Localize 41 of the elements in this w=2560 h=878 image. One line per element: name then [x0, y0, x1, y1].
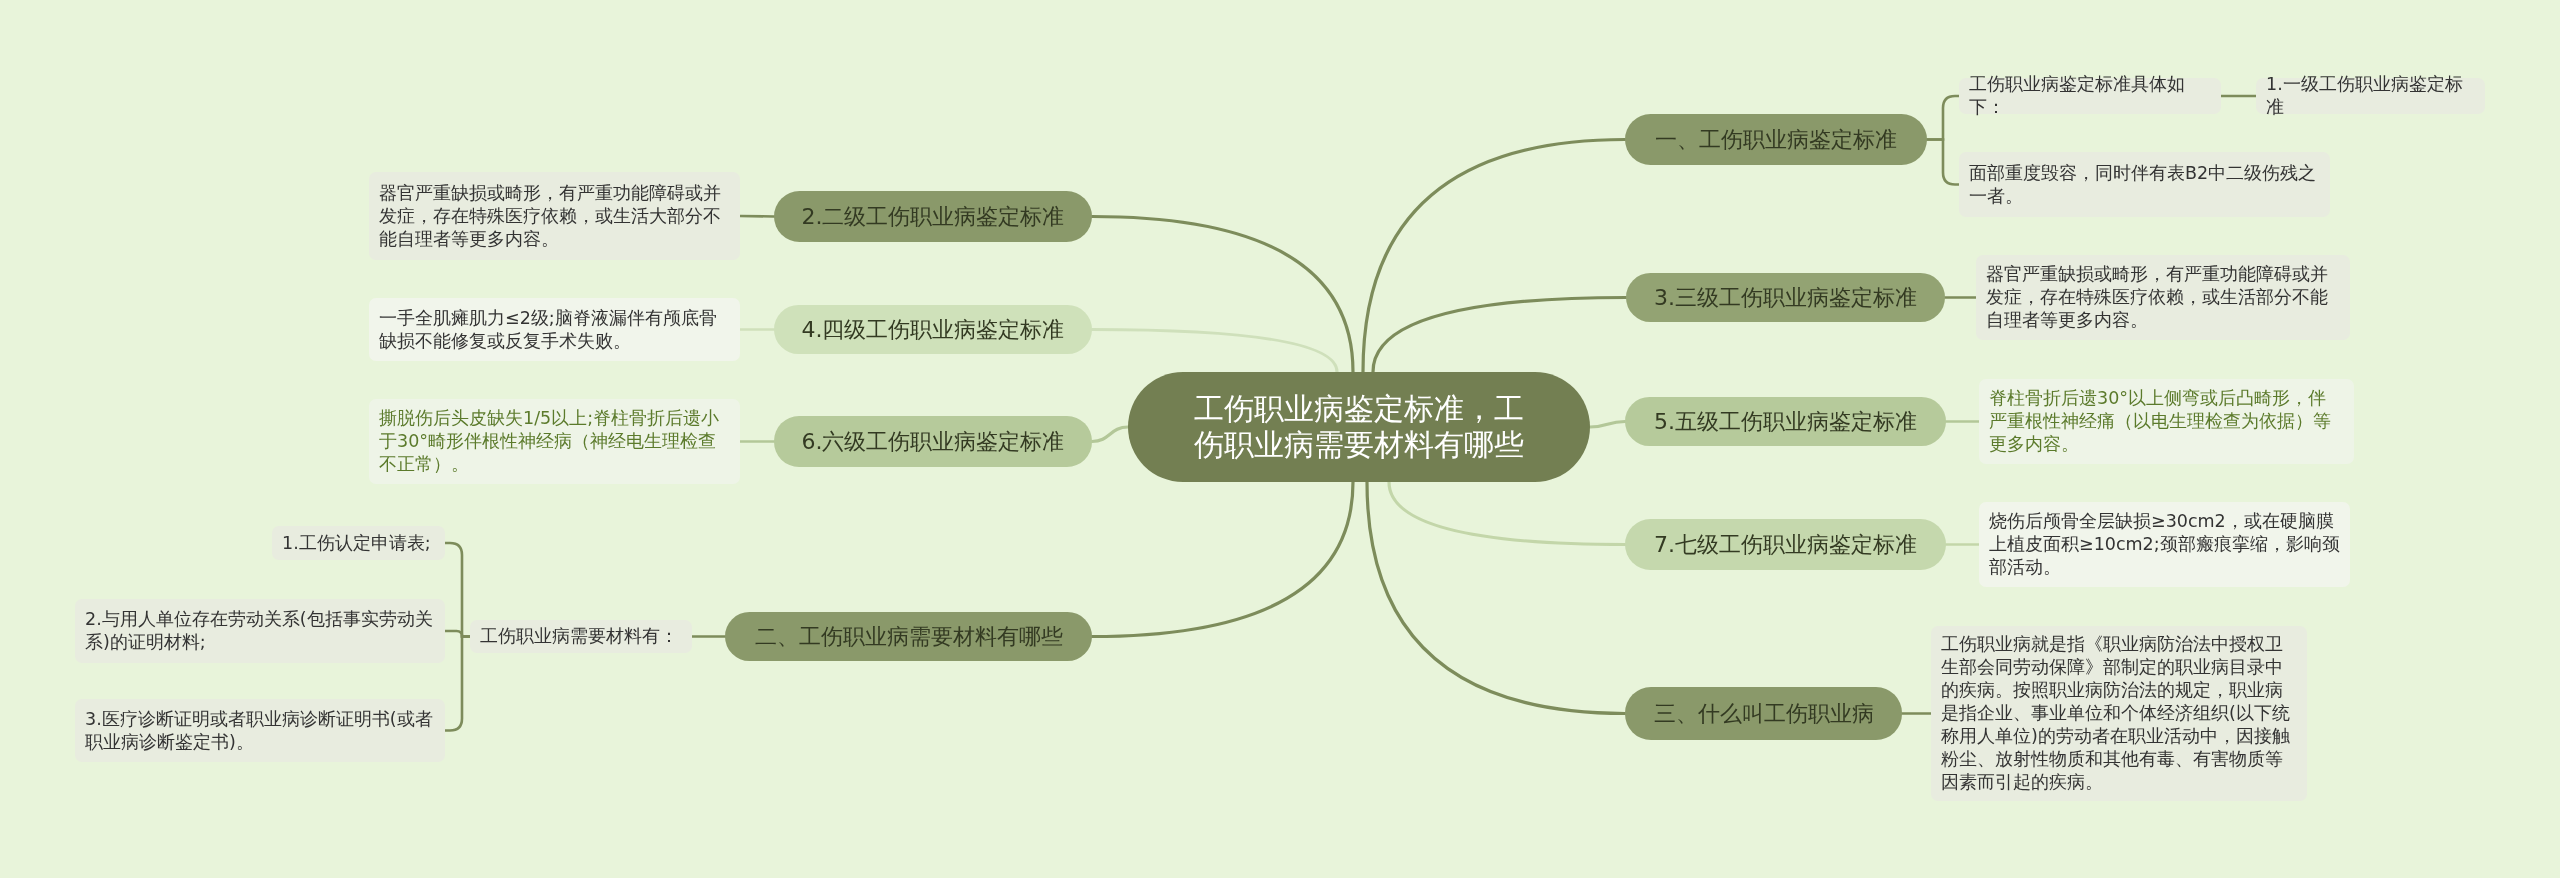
note-card: 2.与用人单位存在劳动关系(包括事实劳动关系)的证明材料;	[75, 599, 445, 663]
branch-topic: 6.六级工伤职业病鉴定标准	[774, 416, 1092, 467]
branch-topic: 5.五级工伤职业病鉴定标准	[1625, 397, 1946, 446]
branch-topic: 7.七级工伤职业病鉴定标准	[1625, 519, 1946, 570]
connector-line	[1371, 295, 1628, 374]
connector-line	[1090, 480, 1355, 639]
branch-topic: 一、工伤职业病鉴定标准	[1625, 114, 1927, 165]
connector-line	[738, 214, 776, 218]
connector-line	[1943, 296, 1978, 299]
note-card: 撕脱伤后头皮缺失1/5以上;脊柱骨折后遗小于30°畸形伴根性神经病（神经电生理检查不正常）。	[369, 399, 740, 484]
note-card: 器官严重缺损或畸形，有严重功能障碍或并发症，存在特殊医疗依赖，或生活部分不能自理者等更多内容。	[1976, 255, 2350, 340]
note-card: 面部重度毁容，同时伴有表B2中二级伤残之一者。	[1959, 152, 2330, 217]
note-card: 一手全肌瘫肌力≤2级;脑脊液漏伴有颅底骨缺损不能修复或反复手术失败。	[369, 298, 740, 361]
connector-line	[1090, 425, 1130, 444]
connector-line	[1361, 137, 1627, 374]
note-card: 3.医疗诊断证明或者职业病诊断证明书(或者职业病诊断鉴定书)。	[75, 699, 445, 762]
connector-line	[1588, 419, 1627, 429]
branch-topic: 2.二级工伤职业病鉴定标准	[774, 191, 1092, 242]
connector-line	[690, 635, 727, 638]
connector-line	[2219, 94, 2258, 98]
note-card: 工伤职业病就是指《职业病防治法中授权卫生部会同劳动保障》部制定的职业病目录中的疾病。按照职业病防治法的规定，职业病是指企业、事业单位和个体经济组织(以下统称用人单位)的劳动者在职业活动中，因接触粉尘、放射性物质和其他有毒、有害物质等因素而引起的疾病。	[1931, 626, 2307, 801]
branch-topic: 二、工伤职业病需要材料有哪些	[725, 612, 1092, 661]
note-card: 烧伤后颅骨全层缺损≥30cm2，或在硬脑膜上植皮面积≥10cm2;颈部瘢痕挛缩，影响颈部活动。	[1979, 502, 2350, 587]
connector-line	[1365, 480, 1627, 716]
connector-line	[1387, 480, 1627, 547]
connector-line	[1900, 712, 1933, 715]
note-card: 1.工伤认定申请表;	[272, 526, 445, 560]
central-topic: 工伤职业病鉴定标准，工伤职业病需要材料有哪些	[1128, 372, 1590, 482]
branch-topic: 4.四级工伤职业病鉴定标准	[774, 305, 1092, 354]
note-card: 脊柱骨折后遗30°以上侧弯或后凸畸形，伴严重根性神经痛（以电生理检查为依据）等更多内容。	[1979, 379, 2354, 464]
connector-line	[1944, 420, 1981, 423]
note-card: 工伤职业病需要材料有：	[470, 620, 692, 653]
branch-topic: 3.三级工伤职业病鉴定标准	[1626, 273, 1945, 322]
connector-line	[1925, 138, 1961, 186]
note-card: 器官严重缺损或畸形，有严重功能障碍或并发症，存在特殊医疗依赖，或生活大部分不能自理者等更多内容。	[369, 172, 740, 260]
connector-line	[1090, 327, 1339, 374]
connector-line	[443, 635, 472, 732]
connector-line	[1090, 214, 1355, 374]
connector-line	[738, 440, 776, 443]
branch-topic: 三、什么叫工伤职业病	[1625, 687, 1902, 740]
connector-line	[1944, 543, 1981, 546]
